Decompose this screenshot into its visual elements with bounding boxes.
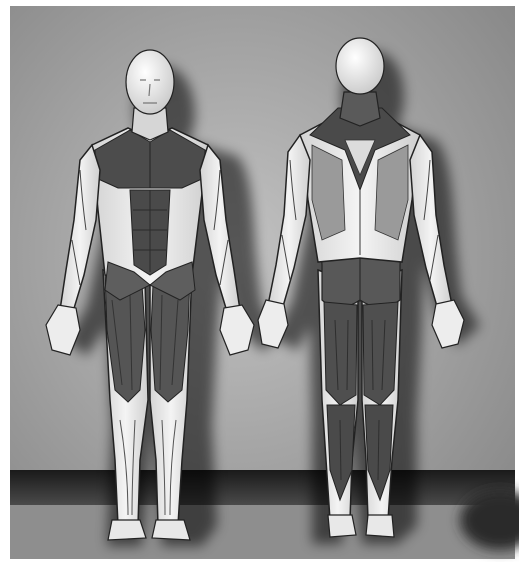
floor-lower xyxy=(10,505,515,559)
back-head xyxy=(336,38,384,94)
front-head xyxy=(126,50,174,114)
back-left-hamstring xyxy=(324,302,357,405)
front-left-foot xyxy=(108,520,146,540)
back-left-foot xyxy=(328,515,356,537)
back-right-hamstring xyxy=(363,302,398,405)
back-neck xyxy=(340,92,380,126)
front-right-foot xyxy=(152,520,190,540)
floor-band xyxy=(10,470,515,505)
back-right-foot xyxy=(366,515,394,537)
